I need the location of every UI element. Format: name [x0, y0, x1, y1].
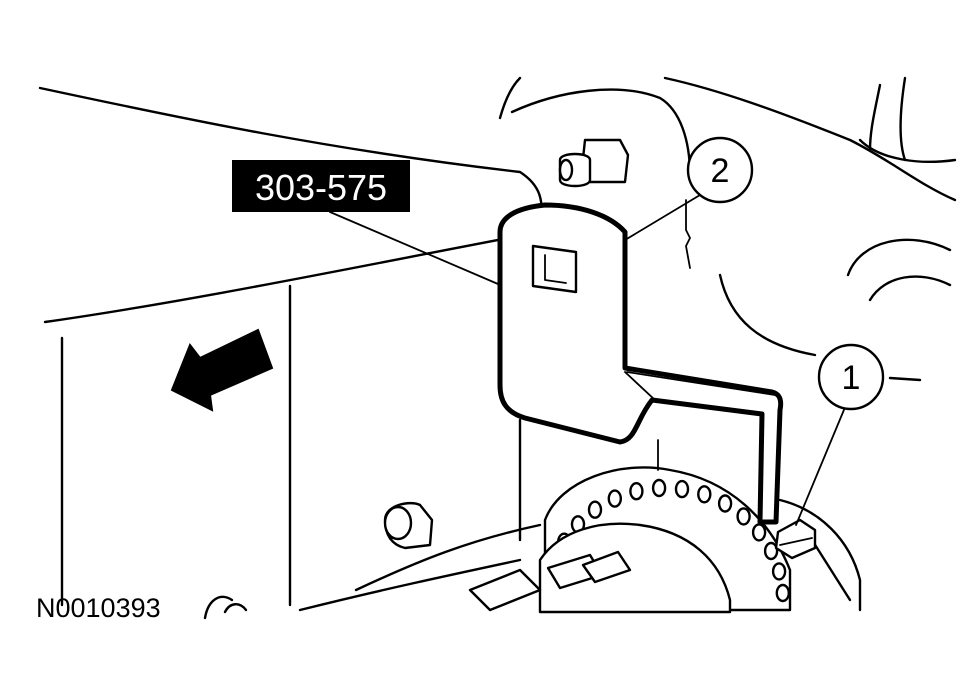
chain-roller [775, 583, 790, 603]
chain-roller [771, 562, 787, 581]
chain-roller [629, 482, 644, 501]
chain-roller [736, 507, 751, 526]
chain-roller [697, 485, 712, 504]
callout-2: 2 [686, 136, 754, 204]
chain-roller [674, 479, 690, 499]
chain-roller [651, 478, 667, 498]
tool-number-text: 303-575 [255, 167, 387, 208]
stud-bolt-upper [558, 138, 630, 188]
tool-number-label: 303-575 [232, 160, 410, 212]
bolt-item-1 [774, 518, 817, 560]
callout-1-number: 1 [842, 359, 861, 397]
figure-id: N0010393 [36, 593, 161, 623]
chain-roller [751, 523, 767, 542]
chain-roller [763, 541, 779, 561]
chain-roller [587, 500, 603, 519]
special-tool-bracket [497, 202, 784, 525]
leader-lines [329, 194, 847, 526]
stud-bolt-lower [383, 501, 434, 550]
callout-2-number: 2 [711, 152, 730, 190]
chain-roller [717, 494, 733, 513]
callout-1: 1 [817, 343, 885, 411]
square-drive-slot-icon [531, 244, 578, 294]
timing-chain [468, 466, 792, 614]
chain-roller [607, 489, 622, 508]
direction-arrow-icon [170, 328, 274, 412]
engine-block-outline [38, 76, 957, 612]
